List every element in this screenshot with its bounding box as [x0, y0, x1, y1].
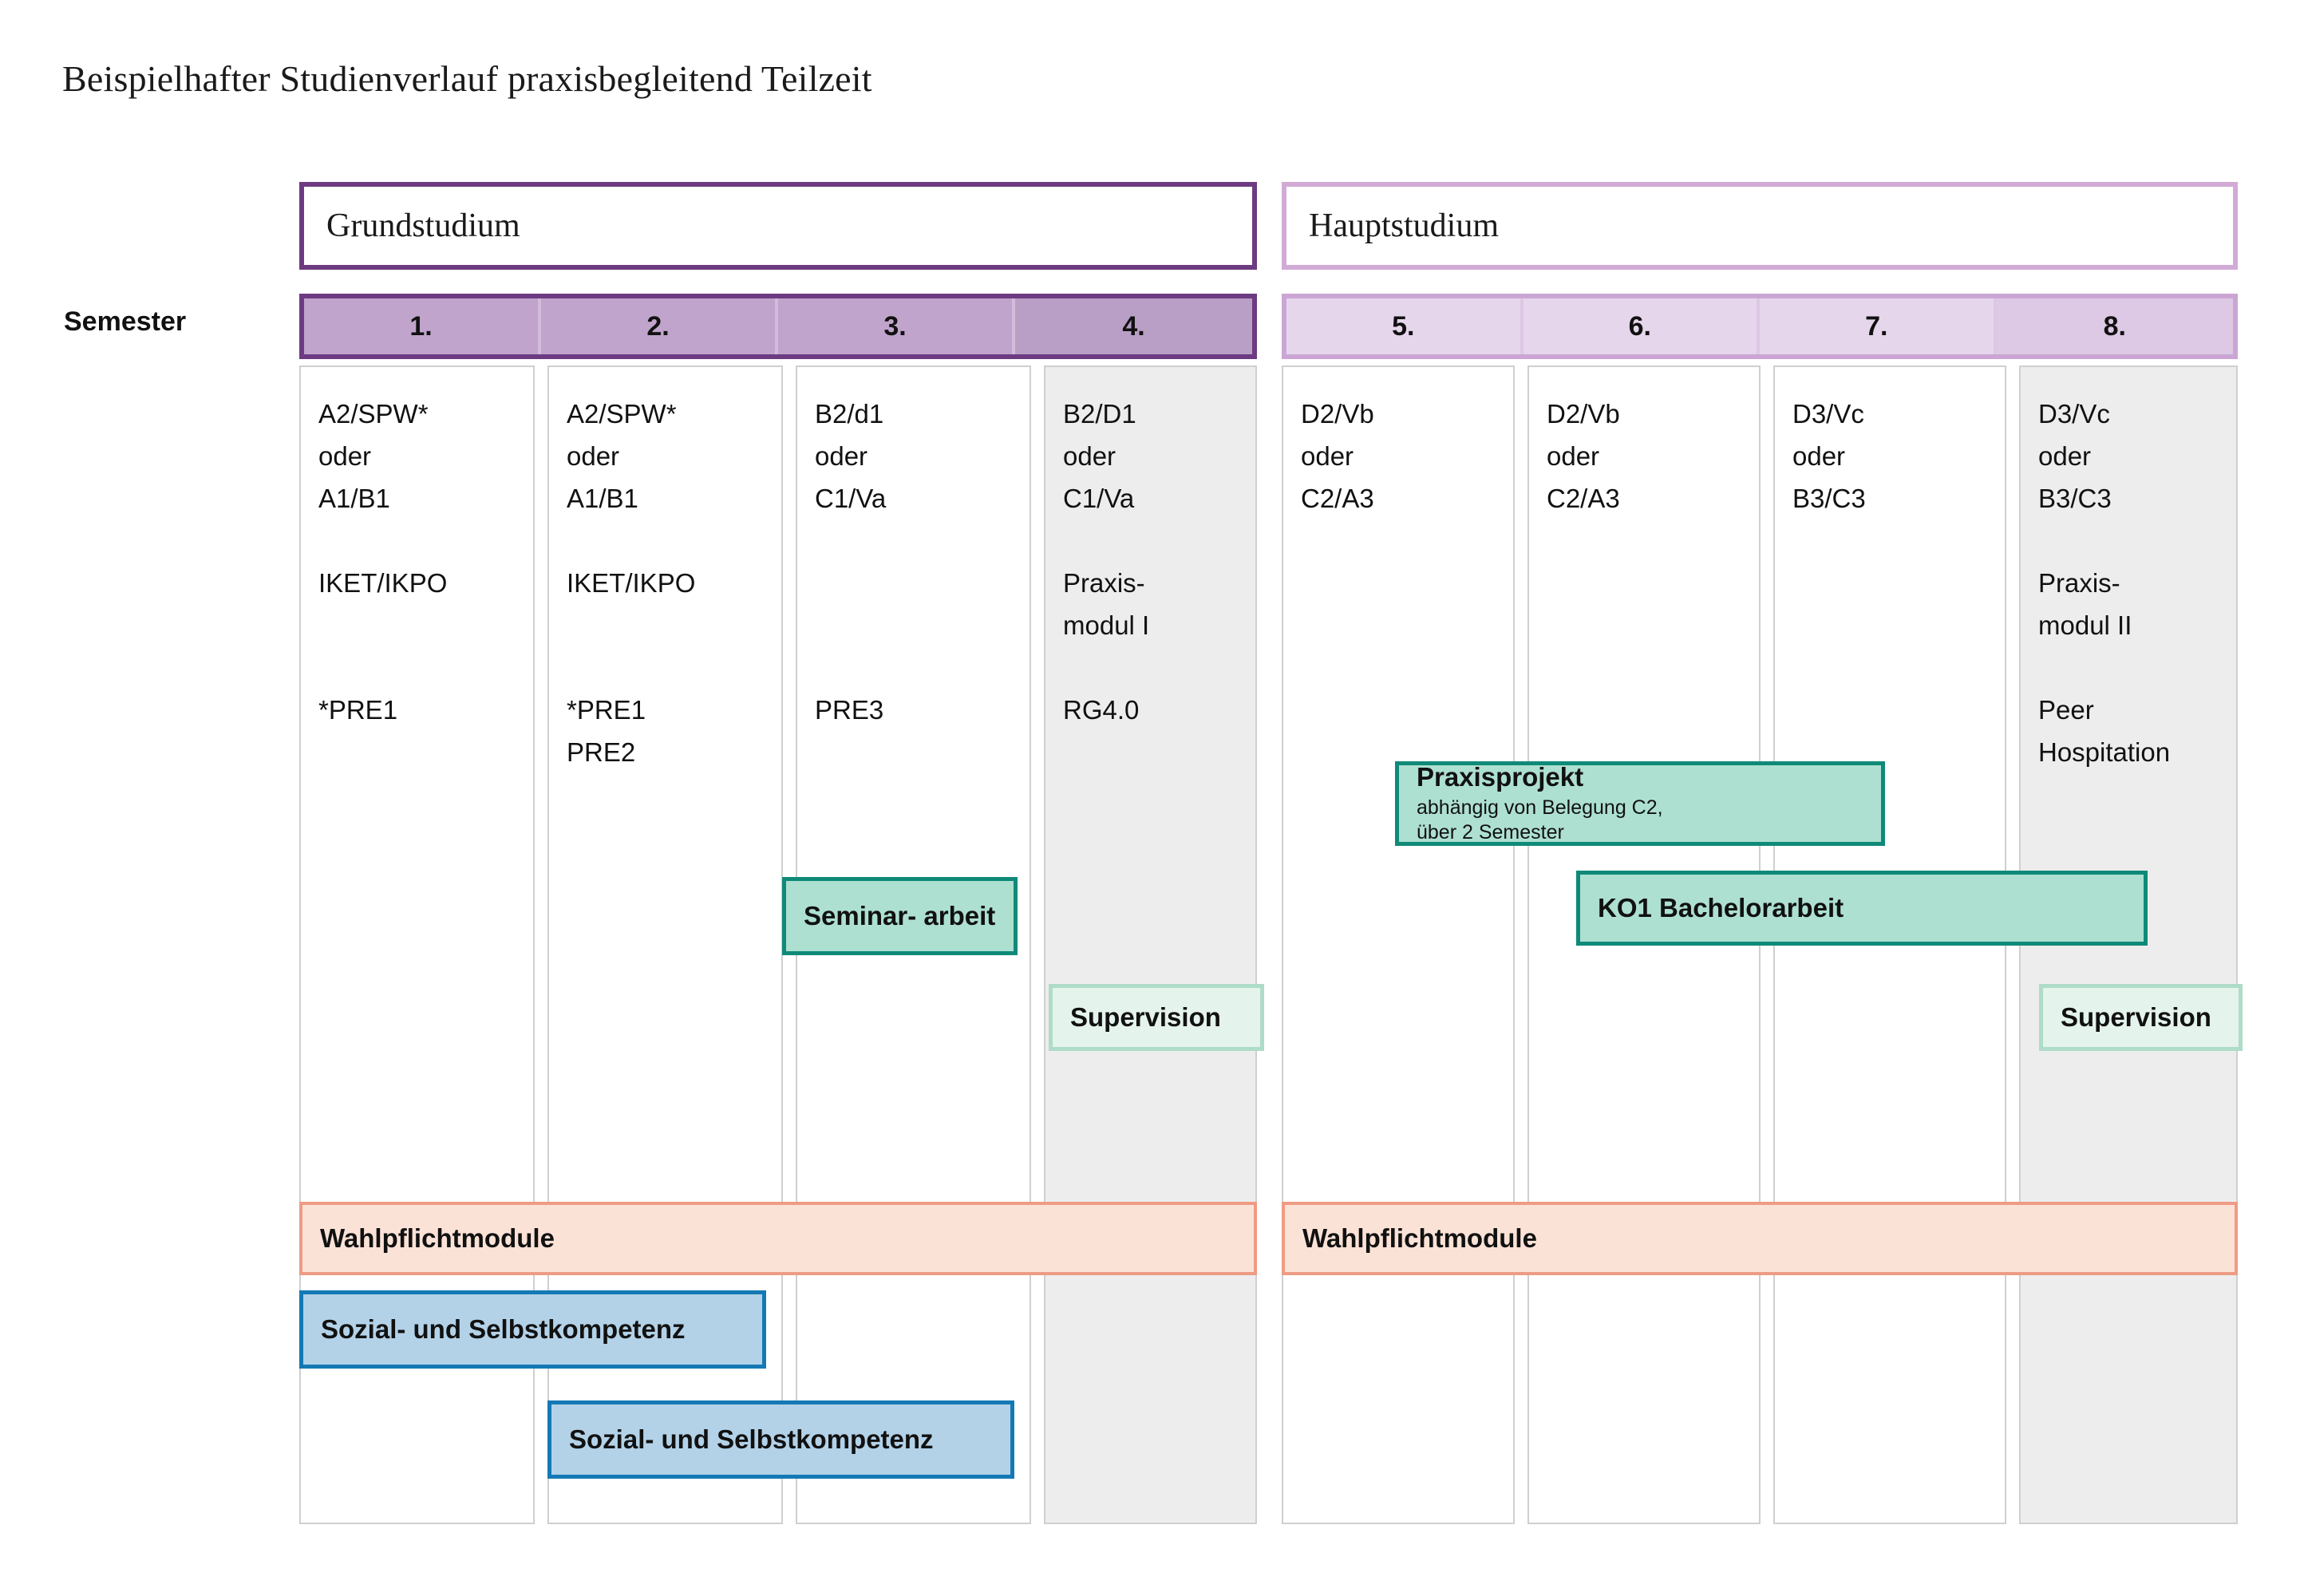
bar-ko1-bachelorarbeit-title: KO1 Bachelorarbeit — [1598, 893, 1844, 923]
bar-sozial-selbstkompetenz-1-title: Sozial- und Selbstkompetenz — [321, 1314, 686, 1345]
column-text-8: D3/Vc oder B3/C3 Praxis- modul II Peer H… — [2038, 399, 2171, 767]
semester-cell-7: 7. — [1760, 298, 1997, 354]
phase-label-hauptstudium: Hauptstudium — [1309, 207, 1499, 244]
column-text-3: B2/d1 oder C1/Va PRE3 — [815, 399, 887, 725]
bar-sozial-selbstkompetenz-2-title: Sozial- und Selbstkompetenz — [569, 1424, 934, 1455]
column-text-7: D3/Vc oder B3/C3 — [1792, 399, 1866, 513]
bar-seminararbeit-title: Seminar- arbeit — [804, 900, 996, 930]
bar-supervision-semester-4-title: Supervision — [1070, 1002, 1221, 1033]
bar-supervision-semester-4: Supervision — [1049, 984, 1264, 1051]
column-text-6: D2/Vb oder C2/A3 — [1547, 399, 1620, 513]
column-semester-5: D2/Vb oder C2/A3 — [1282, 365, 1515, 1524]
bar-sozial-selbstkompetenz-2: Sozial- und Selbstkompetenz — [547, 1400, 1014, 1479]
page-title: Beispielhafter Studienverlauf praxisbegl… — [62, 58, 872, 99]
phase-header-grundstudium: Grundstudium — [299, 182, 1257, 270]
bar-praxisprojekt: Praxisprojekt abhängig von Belegung C2, … — [1395, 761, 1885, 846]
column-text-1: A2/SPW* oder A1/B1 IKET/IKPO *PRE1 — [318, 399, 448, 725]
semester-cell-6: 6. — [1523, 298, 1760, 354]
phase-label-grundstudium: Grundstudium — [326, 207, 520, 244]
semester-cell-5: 5. — [1286, 298, 1523, 354]
column-semester-4: B2/D1 oder C1/Va Praxis- modul I RG4.0 — [1044, 365, 1257, 1524]
column-text-2: A2/SPW* oder A1/B1 IKET/IKPO *PRE1 PRE2 — [567, 399, 696, 767]
semester-cell-8: 8. — [1996, 298, 2233, 354]
bar-sozial-selbstkompetenz-1: Sozial- und Selbstkompetenz — [299, 1290, 766, 1369]
semester-row-label: Semester — [64, 306, 187, 337]
semester-band-grundstudium: 1. 2. 3. 4. — [299, 294, 1257, 359]
bar-wahlpflichtmodule-hauptstudium: Wahlpflichtmodule — [1282, 1202, 2238, 1275]
bar-wahlpflichtmodule-hauptstudium-title: Wahlpflichtmodule — [1302, 1223, 1537, 1254]
semester-cell-4: 4. — [1015, 298, 1252, 354]
semester-cell-3: 3. — [778, 298, 1015, 354]
bar-praxisprojekt-title: Praxisprojekt — [1417, 761, 1584, 792]
bar-supervision-semester-8-title: Supervision — [2061, 1002, 2211, 1033]
phase-header-hauptstudium: Hauptstudium — [1282, 182, 2238, 270]
column-text-5: D2/Vb oder C2/A3 — [1301, 399, 1374, 513]
semester-cell-2: 2. — [541, 298, 778, 354]
bar-ko1-bachelorarbeit: KO1 Bachelorarbeit — [1576, 871, 2148, 946]
semester-cell-1: 1. — [304, 298, 541, 354]
bar-praxisprojekt-subtitle: abhängig von Belegung C2, über 2 Semeste… — [1417, 796, 1663, 843]
bar-wahlpflichtmodule-grundstudium-title: Wahlpflichtmodule — [320, 1223, 555, 1254]
semester-band-hauptstudium: 5. 6. 7. 8. — [1282, 294, 2238, 359]
bar-supervision-semester-8: Supervision — [2039, 984, 2243, 1051]
bar-wahlpflichtmodule-grundstudium: Wahlpflichtmodule — [299, 1202, 1257, 1275]
column-text-4: B2/D1 oder C1/Va Praxis- modul I RG4.0 — [1063, 399, 1150, 725]
bar-seminararbeit: Seminar- arbeit — [782, 877, 1018, 955]
